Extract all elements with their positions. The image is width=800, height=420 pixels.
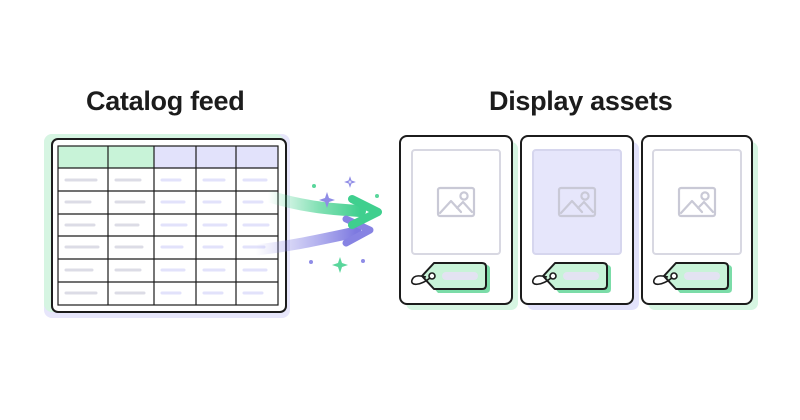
arrow-stream-green bbox=[262, 190, 366, 217]
table-header-cell bbox=[108, 146, 154, 168]
table-header-cell bbox=[58, 146, 108, 168]
table-header-cell bbox=[154, 146, 196, 168]
image-placeholder bbox=[532, 149, 622, 255]
arrow-head-green bbox=[348, 195, 382, 229]
sparkle-icon bbox=[309, 176, 379, 273]
table-header-cell bbox=[196, 146, 236, 168]
price-tag-icon bbox=[531, 262, 611, 293]
display-assets-heading: Display assets bbox=[489, 86, 673, 116]
table-header-cell bbox=[236, 146, 278, 168]
asset-card bbox=[399, 135, 518, 310]
catalog-feed-heading: Catalog feed bbox=[86, 86, 245, 116]
arrow-stream-purple bbox=[250, 226, 362, 256]
catalog-table bbox=[44, 134, 290, 318]
table-placeholder-lines bbox=[64, 178, 270, 295]
arrow-icon bbox=[250, 190, 382, 256]
image-placeholder bbox=[652, 149, 742, 255]
price-tag-icon bbox=[410, 262, 490, 293]
asset-card bbox=[641, 135, 758, 310]
image-placeholder bbox=[411, 149, 501, 255]
asset-card bbox=[520, 135, 639, 310]
price-tag-icon bbox=[652, 262, 732, 293]
table-grid bbox=[57, 145, 279, 306]
